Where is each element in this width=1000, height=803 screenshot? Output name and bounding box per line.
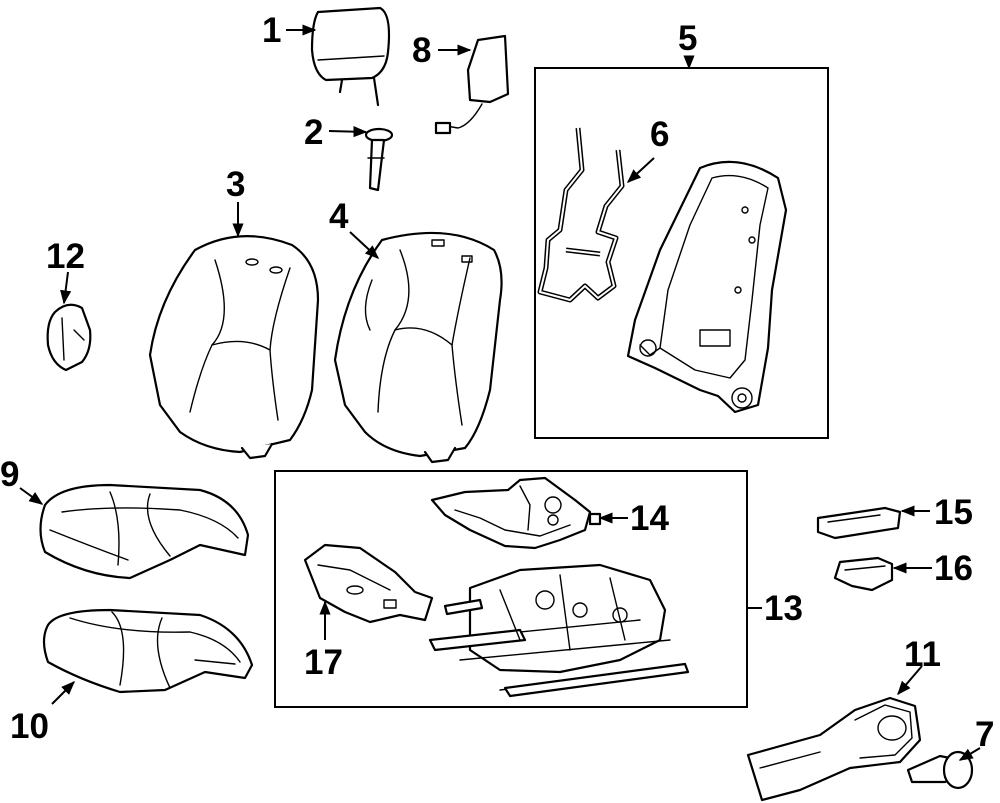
side-shield-part[interactable] [303, 543, 434, 624]
seat-side-cap-part[interactable] [46, 303, 92, 372]
callout-17: 17 [304, 643, 343, 682]
callout-16: 16 [934, 549, 973, 588]
seat-cushion-pad-part[interactable] [42, 608, 254, 694]
lumbar-wire-part[interactable] [537, 127, 625, 303]
seatback-pad-part[interactable] [333, 231, 503, 464]
callout-10: 10 [10, 707, 49, 746]
side-airbag-part[interactable] [434, 34, 510, 135]
seatback-frame-part[interactable] [626, 160, 788, 414]
callout-11: 11 [904, 635, 941, 674]
callout-1: 1 [262, 11, 281, 50]
seat-switch-part[interactable] [833, 556, 894, 592]
leader-lines [19, 24, 981, 761]
seatback-frame-group-box [534, 67, 829, 439]
adjuster-switch-part[interactable] [816, 506, 902, 540]
callout-15: 15 [934, 493, 973, 532]
callout-14: 14 [630, 499, 669, 538]
callout-8: 8 [412, 31, 431, 70]
recliner-knob-part[interactable] [906, 750, 974, 790]
seat-adjuster-part[interactable] [428, 563, 690, 698]
seat-adjuster-group-box [274, 470, 748, 708]
callout-5: 5 [678, 19, 697, 58]
callout-4: 4 [329, 197, 349, 236]
callout-9: 9 [0, 455, 19, 494]
callout-12: 12 [46, 237, 85, 276]
seat-cushion-frame-part[interactable] [430, 476, 602, 550]
callout-3: 3 [226, 165, 245, 204]
cushion-shield-part[interactable] [746, 696, 922, 802]
callout-2: 2 [304, 113, 323, 152]
headrest-guide-part[interactable] [364, 127, 394, 192]
callout-7: 7 [975, 715, 994, 754]
callout-13: 13 [764, 589, 803, 628]
callout-6: 6 [650, 115, 669, 154]
seatback-cover-part[interactable] [148, 235, 320, 460]
headrest-part[interactable] [310, 6, 391, 107]
seat-cushion-cover-part[interactable] [39, 483, 250, 580]
